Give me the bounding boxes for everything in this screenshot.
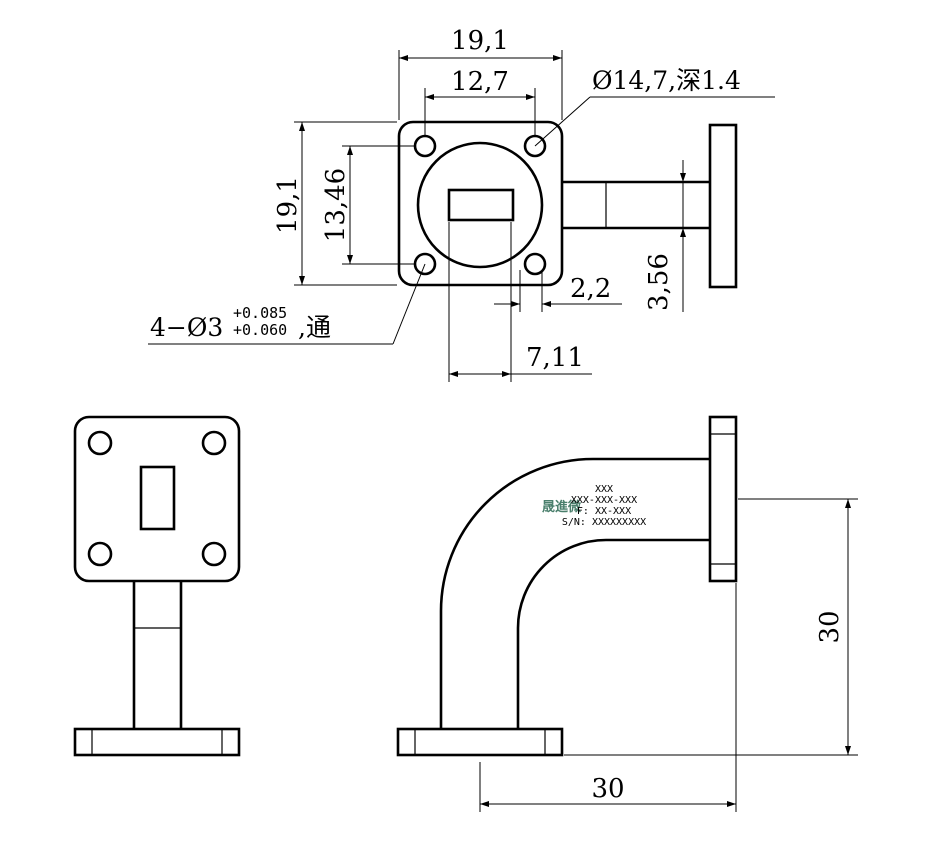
front-hole-bl bbox=[87, 541, 113, 567]
dim-hole-pitch-h: 12,7 bbox=[451, 67, 509, 97]
mounting-hole-br bbox=[523, 252, 547, 276]
dim-arm: 3,56 bbox=[644, 253, 674, 311]
label-line4: S/N: XXXXXXXXX bbox=[562, 517, 646, 528]
front-view bbox=[73, 415, 241, 757]
waveguide-aperture bbox=[447, 188, 515, 222]
side-view: 晟進微 XXX XXX-XXX-XXX F: XX-XXX S/N: XXXXX… bbox=[396, 415, 858, 812]
dim-outer-width: 19,1 bbox=[451, 26, 509, 56]
label-line1: XXX bbox=[595, 484, 613, 495]
bend-outer bbox=[439, 457, 710, 729]
brand-logo: 晟進微 bbox=[542, 499, 582, 515]
label-line2: XXX-XXX-XXX bbox=[571, 495, 637, 506]
front-hole-br bbox=[201, 541, 227, 567]
front-base-flange bbox=[73, 727, 241, 757]
counterbore-note: Ø14,7,深1.4 bbox=[592, 66, 741, 95]
top-view: 19,1 12,7 Ø14,7,深1.4 19,1 13,46 4−Ø3 +0.… bbox=[148, 26, 775, 382]
dim-hole-pitch-v: 13,46 bbox=[321, 168, 351, 242]
holes-tol-lower: +0.060 bbox=[233, 321, 287, 339]
flange-outline bbox=[397, 120, 564, 287]
counterbore-circle bbox=[416, 141, 544, 269]
holes-note-suffix: ,通 bbox=[298, 313, 331, 342]
holes-tol-upper: +0.085 bbox=[233, 304, 287, 322]
side-base-flange bbox=[396, 727, 564, 757]
label-line3: F: XX-XXX bbox=[577, 506, 631, 517]
dim-offset-large: 7,11 bbox=[526, 343, 584, 373]
front-flange bbox=[73, 415, 241, 583]
front-aperture bbox=[139, 465, 176, 531]
dim-outer-height: 19,1 bbox=[273, 176, 303, 234]
dim-vertical-30: 30 bbox=[815, 610, 845, 643]
front-hole-tl bbox=[87, 430, 113, 456]
mounting-hole-tl bbox=[413, 134, 437, 158]
bend-inner bbox=[516, 538, 710, 729]
front-hole-tr bbox=[201, 430, 227, 456]
holes-note-prefix: 4−Ø3 bbox=[150, 313, 223, 342]
side-top-flange bbox=[708, 415, 738, 583]
dim-horizontal-30: 30 bbox=[591, 774, 624, 804]
dim-offset-small: 2,2 bbox=[570, 274, 611, 304]
